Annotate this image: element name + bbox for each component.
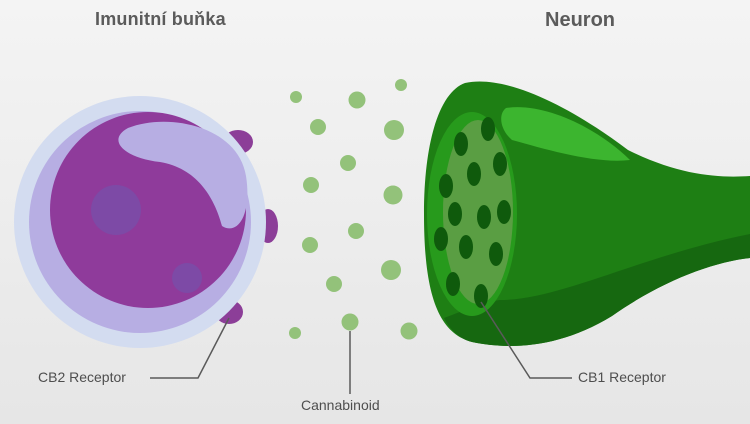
cannabinoid-label: Cannabinoid [301, 397, 380, 413]
organelle [91, 185, 141, 235]
cannabinoid-dot [289, 327, 301, 339]
cb2-leader-line [150, 317, 230, 379]
cannabinoid-dot [310, 119, 326, 135]
cb1-receptor [474, 284, 488, 308]
cannabinoid-dot [348, 223, 364, 239]
cb1-receptor [481, 117, 495, 141]
cannabinoid-dot [348, 91, 366, 109]
cannabinoid-dot [340, 155, 356, 171]
nucleus-crescent [118, 121, 248, 229]
cb1-receptor [446, 272, 460, 296]
cb1-receptor [448, 202, 462, 226]
immune-cell-title: Imunitní buňka [95, 9, 226, 29]
cannabinoid-dot [383, 185, 403, 205]
immune-cell [14, 96, 278, 348]
cannabinoid-dot [400, 322, 418, 340]
cannabinoid-dot [290, 91, 302, 103]
cb1-receptor [497, 200, 511, 224]
neuron-highlight [501, 107, 630, 161]
cb1-receptor-label: CB1 Receptor [578, 369, 666, 385]
cb1-receptor [454, 132, 468, 156]
neuron-shading [444, 234, 750, 346]
cannabinoids [289, 79, 418, 340]
cb1-receptor [477, 205, 491, 229]
cannabinoid-dot [303, 177, 319, 193]
cb1-receptor [493, 152, 507, 176]
cannabinoid-dot [381, 260, 401, 280]
neuron-title: Neuron [545, 9, 615, 31]
cb1-receptor [489, 242, 503, 266]
cannabinoid-dot [302, 237, 318, 253]
cb2-receptor-label: CB2 Receptor [38, 369, 126, 385]
cb1-receptors [434, 117, 511, 308]
cb1-receptor [459, 235, 473, 259]
cb1-leader-line [480, 301, 572, 379]
organelle [172, 263, 202, 293]
cb1-receptor [439, 174, 453, 198]
neuron [424, 81, 750, 346]
cb1-receptor [434, 227, 448, 251]
cannabinoid-dot [341, 313, 359, 331]
leader-lines [150, 301, 572, 394]
cannabinoid-dot [384, 120, 404, 140]
cannabinoid-dot [395, 79, 407, 91]
cb1-receptor [467, 162, 481, 186]
cannabinoid-dot [326, 276, 342, 292]
